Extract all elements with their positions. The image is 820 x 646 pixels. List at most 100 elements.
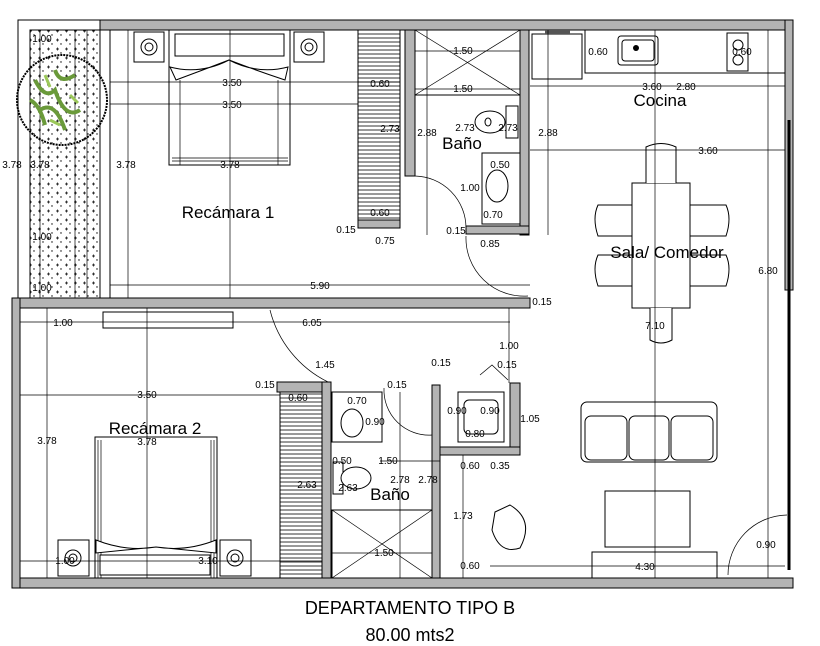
bed-2 [94, 436, 218, 579]
dimension-label: 3.10 [198, 556, 218, 567]
plan-area: 80.00 mts2 [365, 625, 454, 645]
dimension-label: 0.90 [480, 406, 500, 417]
dimension-label: 3.50 [137, 390, 157, 401]
dimension-label: 3.78 [116, 160, 136, 171]
dimension-label: 1.00 [32, 232, 52, 243]
plant-icon [16, 54, 108, 146]
kitchen-sink-icon [617, 35, 659, 66]
tv-stand [591, 551, 718, 579]
door-swing [465, 235, 529, 297]
dimension-label: 6.80 [758, 266, 778, 277]
dimension-label: 0.35 [490, 461, 510, 472]
dimension-label: 0.60 [732, 47, 752, 58]
dimension-label: 4.30 [635, 562, 655, 573]
shower-2 [331, 509, 433, 579]
dimension-label: 7.10 [645, 321, 665, 332]
dimension-label: 0.60 [460, 561, 480, 572]
dimension-label: 3.78 [30, 160, 50, 171]
dimension-label: 0.70 [347, 396, 367, 407]
dimension-label: 0.80 [465, 429, 485, 440]
door-swing [383, 387, 433, 436]
dimension-label: 0.15 [387, 380, 407, 391]
room-label-bath-1: Baño [442, 134, 482, 153]
dimension-label: 6.05 [302, 318, 322, 329]
dimension-label: 0.15 [431, 358, 451, 369]
door-swing [727, 514, 788, 576]
dimension-label: 2.63 [297, 480, 317, 491]
closet-2 [279, 391, 323, 579]
dimension-labels: 1.00 3.50 3.50 0.60 2.73 3.78 3.78 3.78 3.78 0.60… [2, 34, 778, 573]
dimension-label: 1.05 [520, 414, 540, 425]
room-label-living-dining: Sala/ Comedor [610, 243, 724, 262]
refrigerator-icon [531, 30, 583, 80]
dimension-label: 3.50 [222, 78, 242, 89]
dimension-label: 2.80 [676, 82, 696, 93]
dimension-label: 0.90 [365, 417, 385, 428]
dimension-label: 0.50 [490, 160, 510, 171]
dimension-label: 0.60 [588, 47, 608, 58]
dimension-lines [20, 30, 785, 578]
bed-1 [168, 29, 291, 166]
dimension-label: 3.78 [37, 436, 57, 447]
dimension-label: 0.50 [332, 456, 352, 467]
dimension-label: 3.60 [698, 146, 718, 157]
dimension-label: 0.60 [370, 79, 390, 90]
sink-icon [481, 152, 521, 225]
dimension-label: 1.50 [378, 456, 398, 467]
dimension-label: 0.15 [532, 297, 552, 308]
sofa [580, 401, 718, 463]
dimension-label: 1.00 [32, 283, 52, 294]
toilet-icon [474, 105, 519, 139]
dimension-label: 0.75 [375, 236, 395, 247]
dimension-label: 2.78 [418, 475, 438, 486]
dimension-label: 0.15 [446, 226, 466, 237]
dimension-label: 1.00 [499, 341, 519, 352]
dimension-label: 5.90 [310, 281, 330, 292]
dimension-label: 0.90 [756, 540, 776, 551]
door-swing [414, 175, 467, 229]
dimension-label: 3.78 [220, 160, 240, 171]
dimension-label: 1.50 [374, 548, 394, 559]
armchair [491, 504, 527, 550]
dimension-label: 3.50 [222, 100, 242, 111]
dimension-label: 2.78 [390, 475, 410, 486]
dimension-label: 2.73 [455, 123, 475, 134]
dimension-label: 2.73 [380, 124, 400, 135]
toilet-icon [332, 461, 372, 495]
stove-icon [726, 32, 749, 72]
shower-1 [414, 29, 521, 96]
closet-1 [357, 29, 401, 221]
dimension-label: 2.88 [417, 128, 437, 139]
dimension-label: 3.78 [137, 437, 157, 448]
garden-strip [17, 19, 101, 301]
nightstand-lamp-icon [133, 31, 325, 63]
room-label-kitchen: Cocina [634, 91, 687, 110]
dimension-label: 0.60 [288, 393, 308, 404]
dimension-label: 0.85 [480, 239, 500, 250]
dimension-label: 2.63 [338, 483, 358, 494]
dimension-label: 1.00 [55, 556, 75, 567]
dining-table [594, 143, 730, 344]
plan-title: DEPARTAMENTO TIPO B [305, 598, 515, 618]
dimension-label: 1.50 [453, 46, 473, 57]
dimension-label: 0.70 [483, 210, 503, 221]
dimension-label: 0.15 [336, 225, 356, 236]
dimension-label: 3.78 [2, 160, 22, 171]
dimension-label: 1.45 [315, 360, 335, 371]
sink-icon [331, 391, 383, 443]
room-label-bedroom-1: Recámara 1 [182, 203, 275, 222]
washer-icon [457, 364, 509, 443]
dimension-label: 1.73 [453, 511, 473, 522]
dimension-label: 2.73 [498, 123, 518, 134]
dimension-label: 1.00 [53, 318, 73, 329]
door-swing [269, 309, 329, 383]
dimension-label: 0.90 [447, 406, 467, 417]
desk [102, 311, 234, 329]
dimension-label: 0.60 [370, 208, 390, 219]
nightstand-lamp-icon [57, 539, 252, 577]
dimension-label: 3.60 [642, 82, 662, 93]
dimension-label: 1.50 [453, 84, 473, 95]
dimension-label: 2.88 [538, 128, 558, 139]
coffee-table [604, 490, 691, 548]
